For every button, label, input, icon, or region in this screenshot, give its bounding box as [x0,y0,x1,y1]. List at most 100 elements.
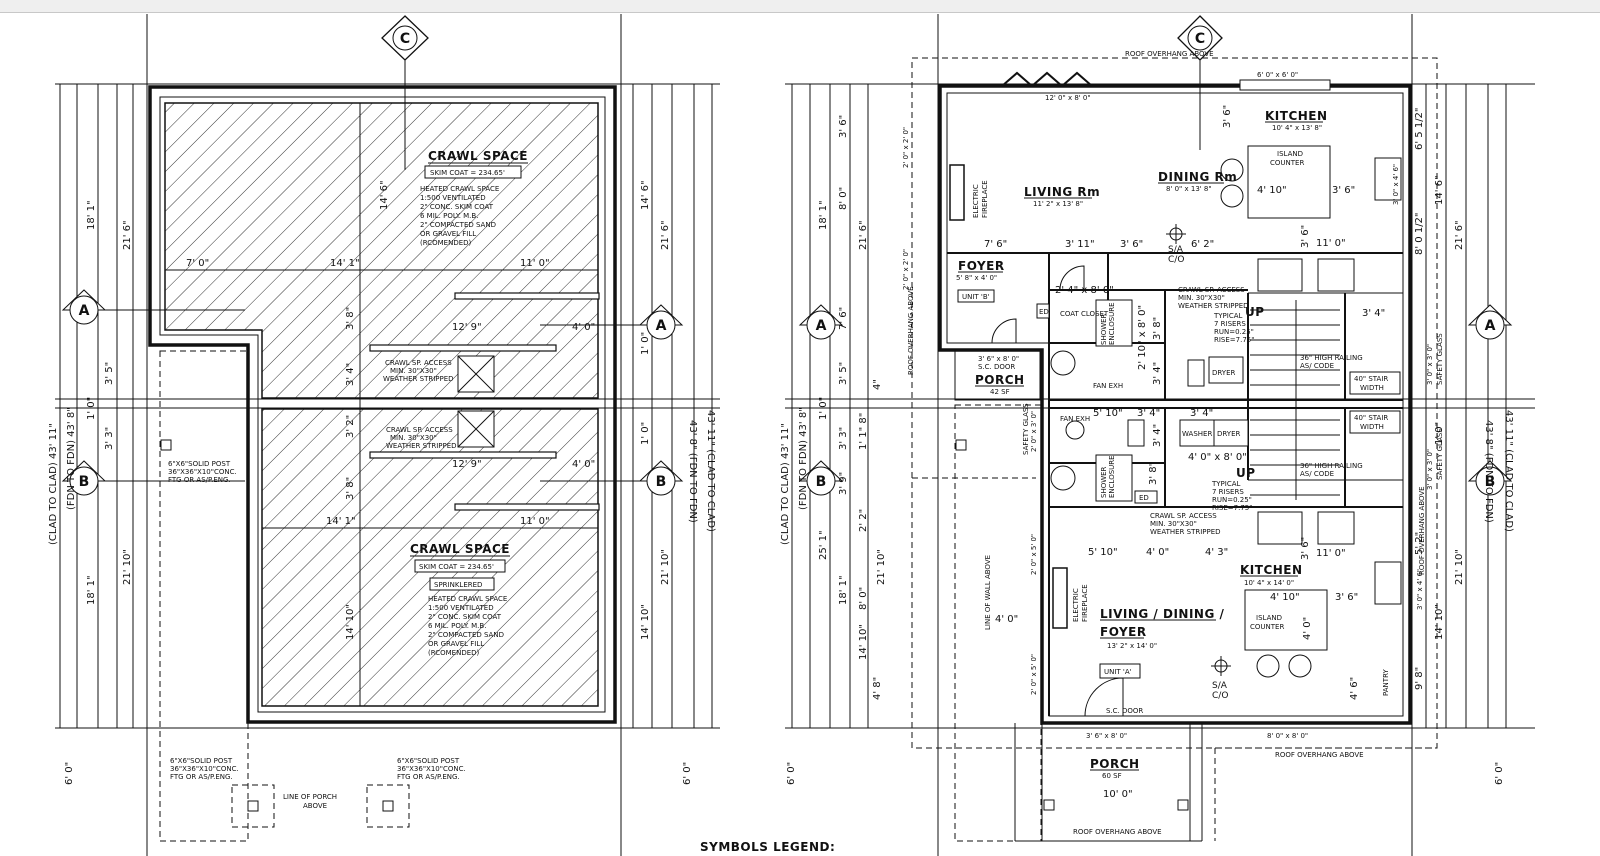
roof-overhang-left: ROOF OVERHANG ABOVE [907,286,915,375]
dim-3-8-v-bottom: 3' 8" [345,477,356,500]
right-dim-21-10: 21' 10" [660,549,671,585]
shower-top-l2: ENCLOSURE [1108,302,1116,345]
crawl-bottom-note-6: OR GRAVEL FILL [428,640,484,648]
railing-top-l1: 36" HIGH RAILING [1300,354,1363,362]
living-top-size: 11' 2" x 13' 8" [1033,200,1083,208]
stairs [1250,300,1340,500]
shower-top-l1: SHOWER [1100,313,1108,345]
fl-left-4-0: 4' 0" [995,614,1018,625]
fl-left-4: 4" [872,379,883,390]
crawl-access-mid-l2: MIN. 30"X30" [1150,520,1197,528]
crawl-top-note-1: HEATED CRAWL SPACE [420,185,499,193]
fl-right-21-10: 21' 10" [1454,549,1465,585]
crawl-bottom-note-5: 2" COMPACTED SAND [428,631,504,639]
fl-left-1-0: 1' 0" [818,397,829,420]
kitchen-top-size: 10' 4" x 13' 8" [1272,124,1322,132]
dim-d-5-10: 5' 10" [1093,408,1123,419]
dim-k-3-6: 3' 6" [1222,105,1233,128]
crawl-space-bottom-skim: SKIM COAT = 234.65' [419,563,494,571]
island-bottom-l1: ISLAND [1256,614,1282,622]
foundation-plan: C A A B B CRAWL SPACE SKIM COAT = 234.65… [48,14,720,856]
line-of-wall-above: LINE OF WALL ABOVE [984,555,992,630]
fl-right-side-fdn: 43' 8" (FDN TO FDN) [1483,420,1494,523]
fireplace-top-l2: FIREPLACE [981,180,989,218]
safety-glass-r1: SAFETY GLASS [1436,333,1444,385]
dim-k-4-10: 4' 10" [1257,185,1287,196]
dryer-mid: DRYER [1217,430,1241,438]
crawl-top-note-2: 1:500 VENTILATED [420,194,486,202]
fl-right-14-6: 14' 6" [1434,175,1445,205]
dim-k-11-0: 11' 0" [1316,238,1346,249]
dim-v-3-4-b: 3' 4" [1152,424,1163,447]
dim-d-4-0x8-0: 4' 0" x 8' 0" [1188,452,1247,463]
post-note-br-l1: 6"X6"SOLID POST [397,757,460,765]
access-note-1-l2: MIN. 30"X30" [390,367,437,375]
kitchen-bottom-size: 10' 4" x 14' 0" [1244,579,1294,587]
right-side-clad: 43' 11" (CLAD TO CLAD) [705,410,716,532]
door-size-mid: 2' 10" x 8' 0" [1137,305,1148,370]
dim-f-6-2: 6' 2" [1191,239,1214,250]
left-dim-6-0: 6' 0" [64,762,75,785]
typical-mid-l2: 7 RISERS [1212,488,1244,496]
window-top-bar [0,0,1600,13]
pantry-label: PANTRY [1382,669,1390,696]
porch-line-l2: ABOVE [303,802,327,810]
coat-closet: COAT CLOSET [1060,310,1109,318]
fl-window-205-a: 2' 0" x 5' 0" [1030,534,1038,575]
fl-right-21-6: 21' 6" [1454,220,1465,250]
crawl-access-top-l1: CRAWL SP. ACCESS [1178,286,1245,294]
right-dim-1-0-top: 1' 0" [640,332,651,355]
dim-d-3-8: 3' 8" [1148,462,1159,485]
grid-tag-b-fl-left: B [816,474,827,490]
dim-14-1-bottom: 14' 1" [326,516,356,527]
dim-b-3-6: 3' 6" [1300,537,1311,560]
access-note-2-l2: MIN. 30"X30" [390,434,437,442]
porch-bottom-name: PORCH [1090,757,1140,771]
fl-right-5-2: 5' 2" [1414,532,1425,555]
fl-left-3-6: 3' 6" [838,115,849,138]
crawl-top-note-4: 6 MIL. POLY. M.B. [420,212,478,220]
safety-glass-left: SAFETY GLASS [1022,403,1030,455]
dim-3-4-v: 3' 4" [345,363,356,386]
post-note-bl-l2: 36"X36"X10"CONC. [170,765,239,773]
railing-mid-l1: 36" HIGH RAILING [1300,462,1363,470]
typical-top-l3: RUN=0.25" [1214,328,1254,336]
grid-tag-c-left: C [400,31,410,47]
dim-d-3-4-c: 3' 4" [1362,308,1385,319]
fireplace-bottom-l2: FIREPLACE [1081,584,1089,622]
grid-tag-b-right: B [656,474,667,490]
dim-12-9-bottom: 12' 9" [452,459,482,470]
dining-top-name: DINING Rm [1158,170,1237,184]
right-side-fdn: 43' 8" (FDN TO FDN) [687,420,698,523]
post-note-left-l2: 36"X36"X10"CONC. [168,468,237,476]
fl-right-window-3: 3' 0" x 3' 0" [1426,449,1434,490]
dim-14-1-top: 14' 1" [330,258,360,269]
dim-b-3-6-b: 3' 6" [1335,592,1358,603]
dim-v-3-4-a: 3' 4" [1152,362,1163,385]
symbols-legend: SYMBOLS LEGEND: [700,840,835,854]
post-note-bl-l3: FTG OR AS/P.ENG. [170,773,233,781]
shower-bottom-l1: SHOWER [1100,466,1108,498]
window-safety-left: 2' 0" x 3' 0" [1030,411,1038,452]
roof-overhang-bottom: ROOF OVERHANG ABOVE [1073,828,1162,836]
fan-exh-top: FAN EXH [1093,382,1123,390]
dim-b-4-3: 4' 3" [1205,547,1228,558]
closet-size: 2' 4" x 8' 0" [1055,285,1114,296]
fl-right-window-1: 3' 0" x 4' 6" [1392,164,1400,205]
roof-overhang-right: ROOF OVERHANG ABOVE [1418,486,1426,575]
fl-left-3-3: 3' 3" [838,427,849,450]
crawl-top-note-5: 2" COMPACTED SAND [420,221,496,229]
living-top-name: LIVING Rm [1024,185,1100,199]
crawl-bottom-note-1: HEATED CRAWL SPACE [428,595,507,603]
post-note-br-l2: 36"X36"X10"CONC. [397,765,466,773]
stair-mid-l2: WIDTH [1360,423,1384,431]
fl-right-6-5: 6' 5 1/2" [1414,107,1425,150]
crawl-top-note-3: 2" CONC. SKIM COAT [420,203,494,211]
stair-top-l1: 40" STAIR [1354,375,1388,383]
safety-glass-r2: SAFETY GLASS [1436,428,1444,480]
dim-k-3-6-c: 3' 6" [1300,225,1311,248]
crawl-top-note-6: OR GRAVEL FILL [420,230,476,238]
unit-a-tag: UNIT 'A' [1104,668,1132,676]
typical-mid-l1: TYPICAL [1211,480,1241,488]
